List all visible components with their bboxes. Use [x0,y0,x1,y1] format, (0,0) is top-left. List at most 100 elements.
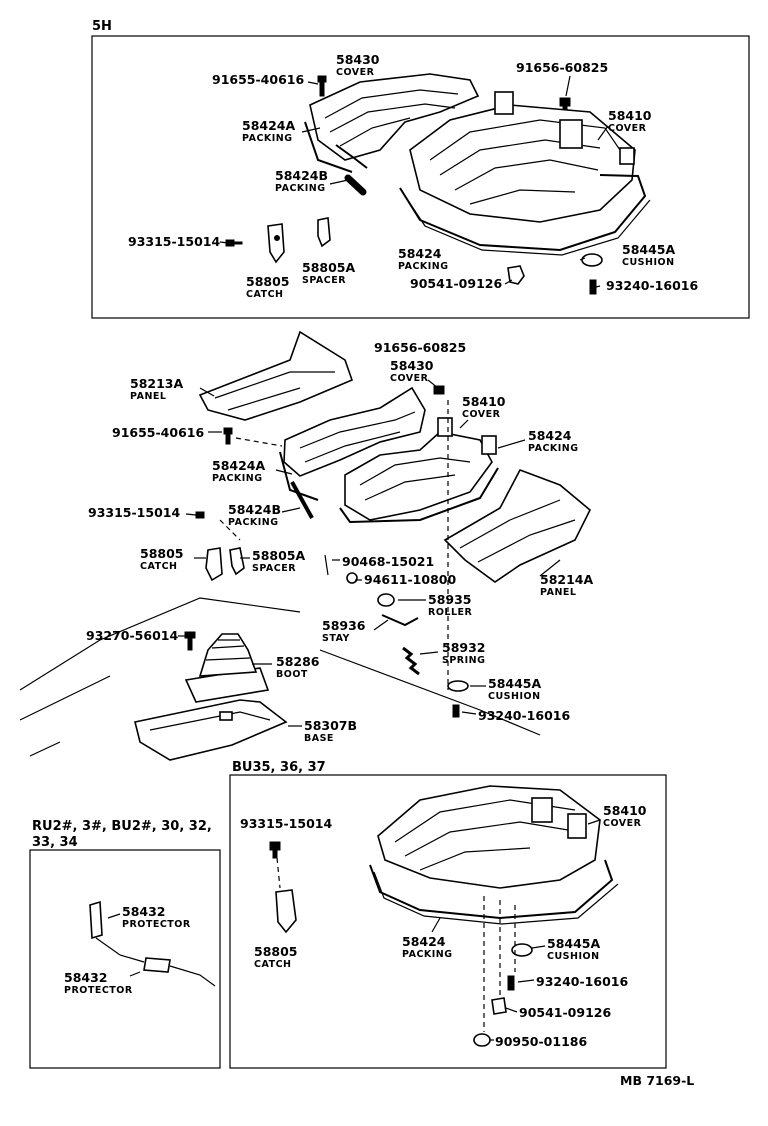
part-number: 58424A [242,118,295,133]
part-number: 58410 [603,803,647,818]
bolt-91655-main-icon [223,427,233,445]
part-number: 58410 [608,108,652,123]
cover-58410-bu-drawing [377,785,601,889]
part-label-a7: 93315-15014 [128,234,220,249]
part-number: 58213A [130,376,183,391]
stopper-90541-bu-icon [491,997,507,1015]
part-name: CATCH [254,959,292,970]
part-name: ROLLER [428,607,472,618]
part-label-b16: 93270-56014 [86,628,178,643]
boot-58286-drawing [184,633,270,703]
part-name: PACKING [528,443,579,454]
pin-90468-icon [324,554,329,576]
part-number: 58286 [276,654,320,669]
part-label-c7: 90541-09126 [519,1005,611,1020]
spacer-58805a-drawing [317,217,331,248]
cushion-58445a-bu-icon [511,943,533,957]
floor-line-2 [19,675,111,721]
panel-58213a-drawing [198,330,354,421]
part-name: STAY [322,633,350,644]
cushion-58445a-icon [581,253,603,267]
part-number: 90950-01186 [495,1034,587,1049]
cushion-58445a-main-icon [447,680,469,692]
part-name: PANEL [130,391,166,402]
leader-bu-catch [276,857,281,889]
part-number: 91655-40616 [212,72,304,87]
part-label-a3: 91656-60825 [516,60,608,75]
stopper-90541-icon [507,265,525,285]
base-58307b-drawing [134,699,288,761]
leaders-5h [219,75,609,288]
part-name: PACKING [275,183,326,194]
part-number: 90541-09126 [410,276,502,291]
part-name: BASE [304,733,334,744]
part-name: COVER [603,818,642,829]
part-number: 58410 [462,394,506,409]
leaders-bu-dashed [483,896,516,1032]
frame-5h [91,35,750,319]
catch-58805-bu-drawing [275,889,297,934]
part-number: 91656-60825 [374,340,466,355]
part-name: PACKING [228,517,279,528]
spacer-58805a-main-drawing [229,547,245,576]
frame-bu35 [229,774,667,1069]
part-label-c8: 90950-01186 [495,1034,587,1049]
part-label-c1: 93315-15014 [240,816,332,831]
spring-58932-icon [402,646,420,676]
part-name: PROTECTOR [64,985,133,996]
screw-93315-15014-icon [225,239,243,247]
packing-58424-outline [399,174,647,252]
bolt-93240-bu-icon [507,975,515,991]
part-number: 58424B [228,502,281,517]
part-name: PROTECTOR [122,919,191,930]
floor-line-1 [19,597,301,691]
part-name: CUSHION [547,951,600,962]
part-number: 58805 [246,274,290,289]
part-number: 94611-10800 [364,572,456,587]
part-name: PACKING [212,473,263,484]
part-number: 58424B [275,168,328,183]
part-label-b5: 91655-40616 [112,425,204,440]
part-number: 58805 [254,944,298,959]
leader-protector-1 [107,913,121,919]
leaders-main [178,379,561,727]
cover-58430-drawing [304,73,480,173]
part-number: 58805A [252,548,305,563]
part-number: 58805A [302,260,355,275]
floor-line-3 [29,741,61,757]
part-number: 58805 [140,546,184,561]
part-label-a2: 91655-40616 [212,72,304,87]
bolt-91655-40616-icon [317,75,327,97]
part-number: 58307B [304,718,357,733]
part-label-b1: 91656-60825 [374,340,466,355]
part-name: CUSHION [488,691,541,702]
part-name: CATCH [140,561,178,572]
part-name: COVER [390,373,429,384]
part-name: CUSHION [622,257,675,268]
part-number: 58936 [322,618,366,633]
part-labels: 58430COVER91655-4061691656-6082558410COV… [64,52,698,1049]
part-name: SPACER [302,275,346,286]
catch-58805-drawing [267,223,285,264]
section-ru2-title-2: 33, 34 [32,835,78,850]
part-name: PACKING [402,949,453,960]
part-name: PANEL [540,587,576,598]
part-label-a13: 93240-16016 [606,278,698,293]
part-number: 93315-15014 [240,816,332,831]
part-name: COVER [608,123,647,134]
screw-93315-main-icon [195,511,205,519]
